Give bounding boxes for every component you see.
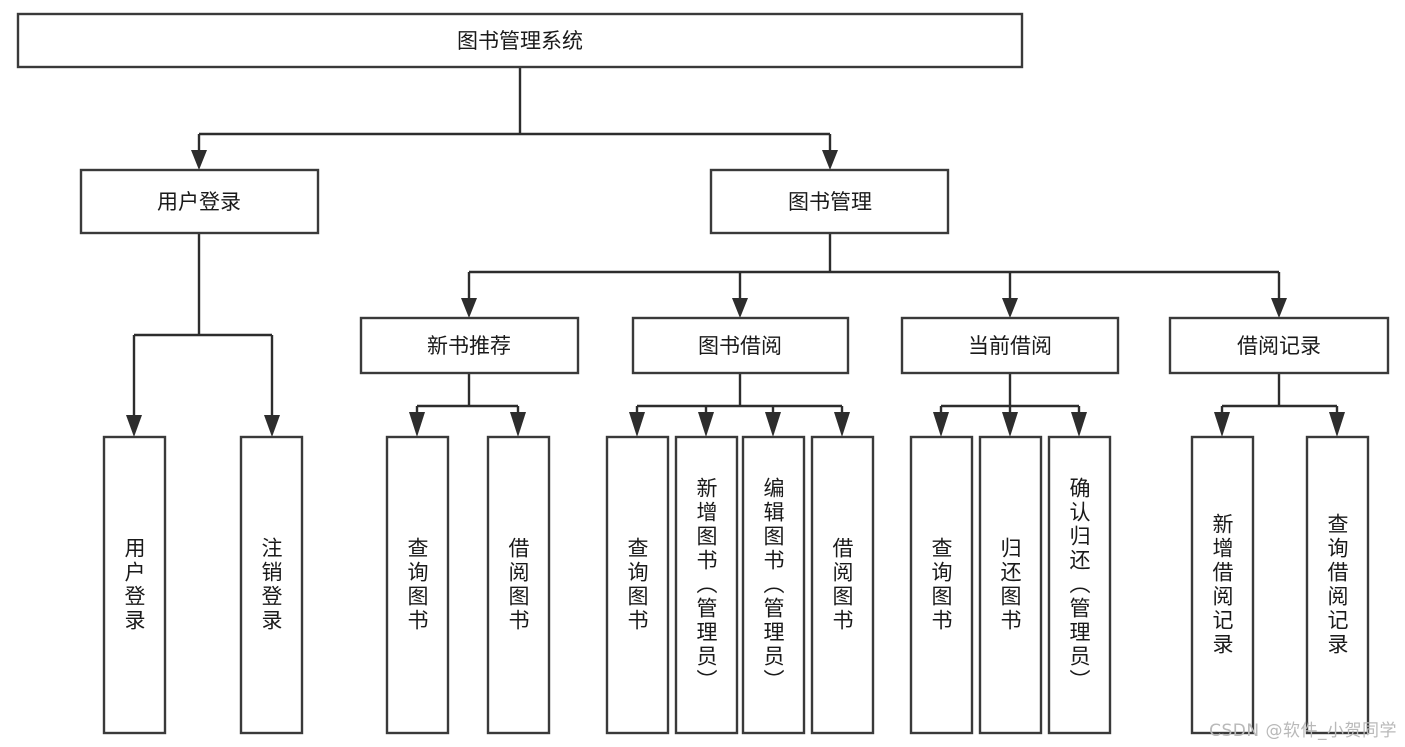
arrow-head-current-borrow (1002, 298, 1018, 318)
node-leaf-borrow-book-1-label: 借阅图书 (506, 537, 530, 633)
node-user-login-label: 用户登录 (157, 190, 241, 214)
node-leaf-add-record-label: 新增借阅记录 (1210, 513, 1234, 657)
node-book-manage-label: 图书管理 (788, 190, 872, 214)
node-current-borrow-label: 当前借阅 (968, 334, 1052, 358)
arrow-head-user-login (191, 150, 207, 170)
arrow-head-leaf-edit-book (765, 412, 781, 437)
node-leaf-confirm-return-box[interactable] (1047, 435, 1112, 735)
node-leaf-logout-label: 注销登录 (259, 537, 283, 633)
node-leaf-query-book-3[interactable]: 查询图书 (909, 435, 974, 735)
arrow-head-leaf-add-record (1214, 412, 1230, 437)
node-book-manage-box[interactable] (709, 168, 950, 235)
node-leaf-borrow-book-2-box[interactable] (810, 435, 875, 735)
node-leaf-user-login-label: 用户登录 (122, 537, 146, 633)
arrow-head-borrow-record (1271, 298, 1287, 318)
node-borrow-record[interactable]: 借阅记录 (1168, 316, 1390, 375)
node-new-book-rec-label: 新书推荐 (427, 334, 511, 358)
node-book-borrow[interactable]: 图书借阅 (631, 316, 850, 375)
node-current-borrow-box[interactable] (900, 316, 1120, 375)
node-leaf-borrow-book-1-box[interactable] (486, 435, 551, 735)
node-borrow-record-box[interactable] (1168, 316, 1390, 375)
arrow-head-new-book-rec (461, 298, 477, 318)
arrow-head-book-borrow (732, 298, 748, 318)
node-leaf-query-book-3-label: 查询图书 (929, 537, 953, 633)
node-leaf-confirm-return[interactable]: 确认归还（管理员） (1047, 435, 1112, 735)
arrow-head-leaf-confirm-return (1071, 412, 1087, 437)
arrow-head-leaf-borrow-book-2 (834, 412, 850, 437)
node-leaf-borrow-book-2-label: 借阅图书 (830, 537, 854, 633)
node-new-book-rec-box[interactable] (359, 316, 580, 375)
arrow-head-leaf-query-book-2 (629, 412, 645, 437)
node-leaf-logout[interactable]: 注销登录 (239, 435, 304, 735)
node-leaf-borrow-book-1[interactable]: 借阅图书 (486, 435, 551, 735)
node-book-borrow-label: 图书借阅 (698, 334, 782, 358)
node-leaf-add-record[interactable]: 新增借阅记录 (1190, 435, 1255, 735)
arrow-head-leaf-user-login (126, 415, 142, 437)
arrow-head-leaf-query-record (1329, 412, 1345, 437)
node-leaf-confirm-return-label: 确认归还（管理员） (1067, 477, 1091, 693)
arrow-head-leaf-add-book (698, 412, 714, 437)
arrow-head-leaf-borrow-book-1 (510, 412, 526, 437)
arrow-head-leaf-logout (264, 415, 280, 437)
node-leaf-return-book[interactable]: 归还图书 (978, 435, 1043, 735)
node-leaf-borrow-book-2[interactable]: 借阅图书 (810, 435, 875, 735)
node-leaf-edit-book[interactable]: 编辑图书（管理员） (741, 435, 806, 735)
arrow-head-leaf-return-book (1002, 412, 1018, 437)
node-leaf-add-record-box[interactable] (1190, 435, 1255, 735)
node-root-label: 图书管理系统 (457, 29, 583, 53)
node-current-borrow[interactable]: 当前借阅 (900, 316, 1120, 375)
node-leaf-query-book-2[interactable]: 查询图书 (605, 435, 670, 735)
node-leaf-query-book-2-box[interactable] (605, 435, 670, 735)
connector-layer (126, 67, 1345, 437)
node-leaf-query-book-1-box[interactable] (385, 435, 450, 735)
node-user-login-box[interactable] (79, 168, 320, 235)
node-leaf-user-login-box[interactable] (102, 435, 167, 735)
node-leaf-edit-book-label: 编辑图书（管理员） (761, 477, 785, 693)
node-book-borrow-box[interactable] (631, 316, 850, 375)
arrow-head-leaf-query-book-1 (409, 412, 425, 437)
node-leaf-query-record-box[interactable] (1305, 435, 1370, 735)
node-leaf-return-book-label: 归还图书 (998, 537, 1022, 633)
node-leaf-query-book-3-box[interactable] (909, 435, 974, 735)
node-leaf-user-login[interactable]: 用户登录 (102, 435, 167, 735)
node-leaf-add-book-label: 新增图书（管理员） (694, 477, 718, 693)
node-borrow-record-label: 借阅记录 (1237, 334, 1321, 358)
node-leaf-return-book-box[interactable] (978, 435, 1043, 735)
node-root[interactable]: 图书管理系统 (16, 12, 1024, 69)
node-leaf-edit-book-box[interactable] (741, 435, 806, 735)
arrow-head-leaf-query-book-3 (933, 412, 949, 437)
node-root-box[interactable] (16, 12, 1024, 69)
node-leaf-query-book-2-label: 查询图书 (625, 537, 649, 633)
arrow-head-book-manage (822, 150, 838, 170)
node-leaf-query-record-label: 查询借阅记录 (1325, 513, 1349, 657)
node-user-login[interactable]: 用户登录 (79, 168, 320, 235)
node-leaf-query-book-1-label: 查询图书 (405, 537, 429, 633)
node-leaf-query-record[interactable]: 查询借阅记录 (1305, 435, 1370, 735)
node-leaf-query-book-1[interactable]: 查询图书 (385, 435, 450, 735)
node-leaf-add-book[interactable]: 新增图书（管理员） (674, 435, 739, 735)
node-new-book-rec[interactable]: 新书推荐 (359, 316, 580, 375)
node-leaf-add-book-box[interactable] (674, 435, 739, 735)
node-book-manage[interactable]: 图书管理 (709, 168, 950, 235)
node-leaf-logout-box[interactable] (239, 435, 304, 735)
